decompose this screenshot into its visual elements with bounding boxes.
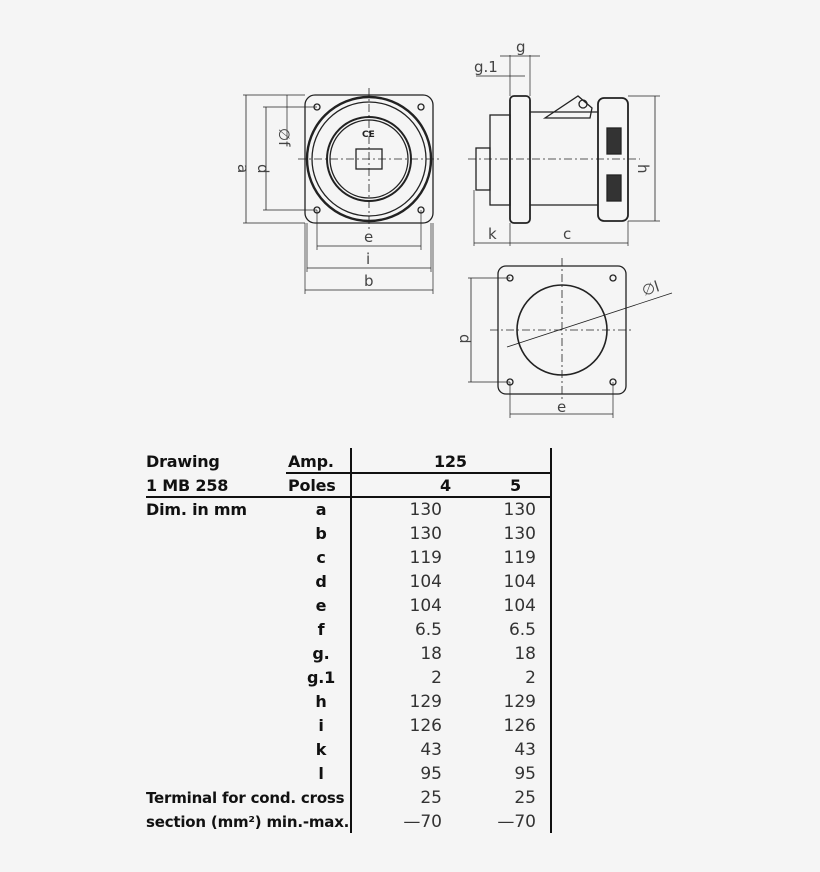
terminal-label-2: section (mm²) min.-max.	[146, 813, 350, 831]
svg-text:h: h	[634, 164, 652, 174]
side-view	[468, 55, 660, 246]
ce-mark: CE	[362, 130, 375, 140]
poles-label: Poles	[288, 476, 336, 495]
amp-value: 125	[434, 452, 467, 471]
svg-text:g: g	[516, 38, 526, 56]
svg-text:k: k	[488, 225, 497, 243]
dim-label: Dim. in mm	[146, 500, 247, 519]
drawing-label: Drawing	[146, 452, 220, 471]
svg-text:d: d	[254, 164, 272, 174]
cutout-view	[468, 258, 673, 418]
dimension-table: Drawing 1 MB 258 Amp. Poles 125 4 5 Dim.…	[146, 448, 554, 833]
svg-text:d: d	[456, 334, 474, 344]
svg-text:e: e	[364, 228, 373, 246]
drawing-number: 1 MB 258	[146, 476, 229, 495]
svg-text:∅l: ∅l	[640, 277, 662, 299]
svg-text:c: c	[563, 225, 571, 243]
svg-text:b: b	[364, 272, 374, 290]
svg-text:∅f: ∅f	[275, 128, 293, 147]
terminal-label-1: Terminal for cond. cross	[146, 789, 345, 807]
svg-text:a: a	[234, 164, 252, 173]
technical-drawing: CE a d ∅f e i b g g.1 h k c d e ∅l	[234, 38, 673, 418]
socket-outline-drawing: CE a d ∅f e i b g g.1 h k c d e ∅l	[234, 38, 673, 418]
amp-label: Amp.	[288, 452, 334, 471]
poles-5: 5	[510, 476, 521, 495]
svg-text:i: i	[366, 250, 370, 268]
poles-4: 4	[440, 476, 451, 495]
svg-text:g.1: g.1	[474, 58, 498, 76]
front-view	[243, 88, 440, 294]
svg-text:e: e	[557, 398, 566, 416]
